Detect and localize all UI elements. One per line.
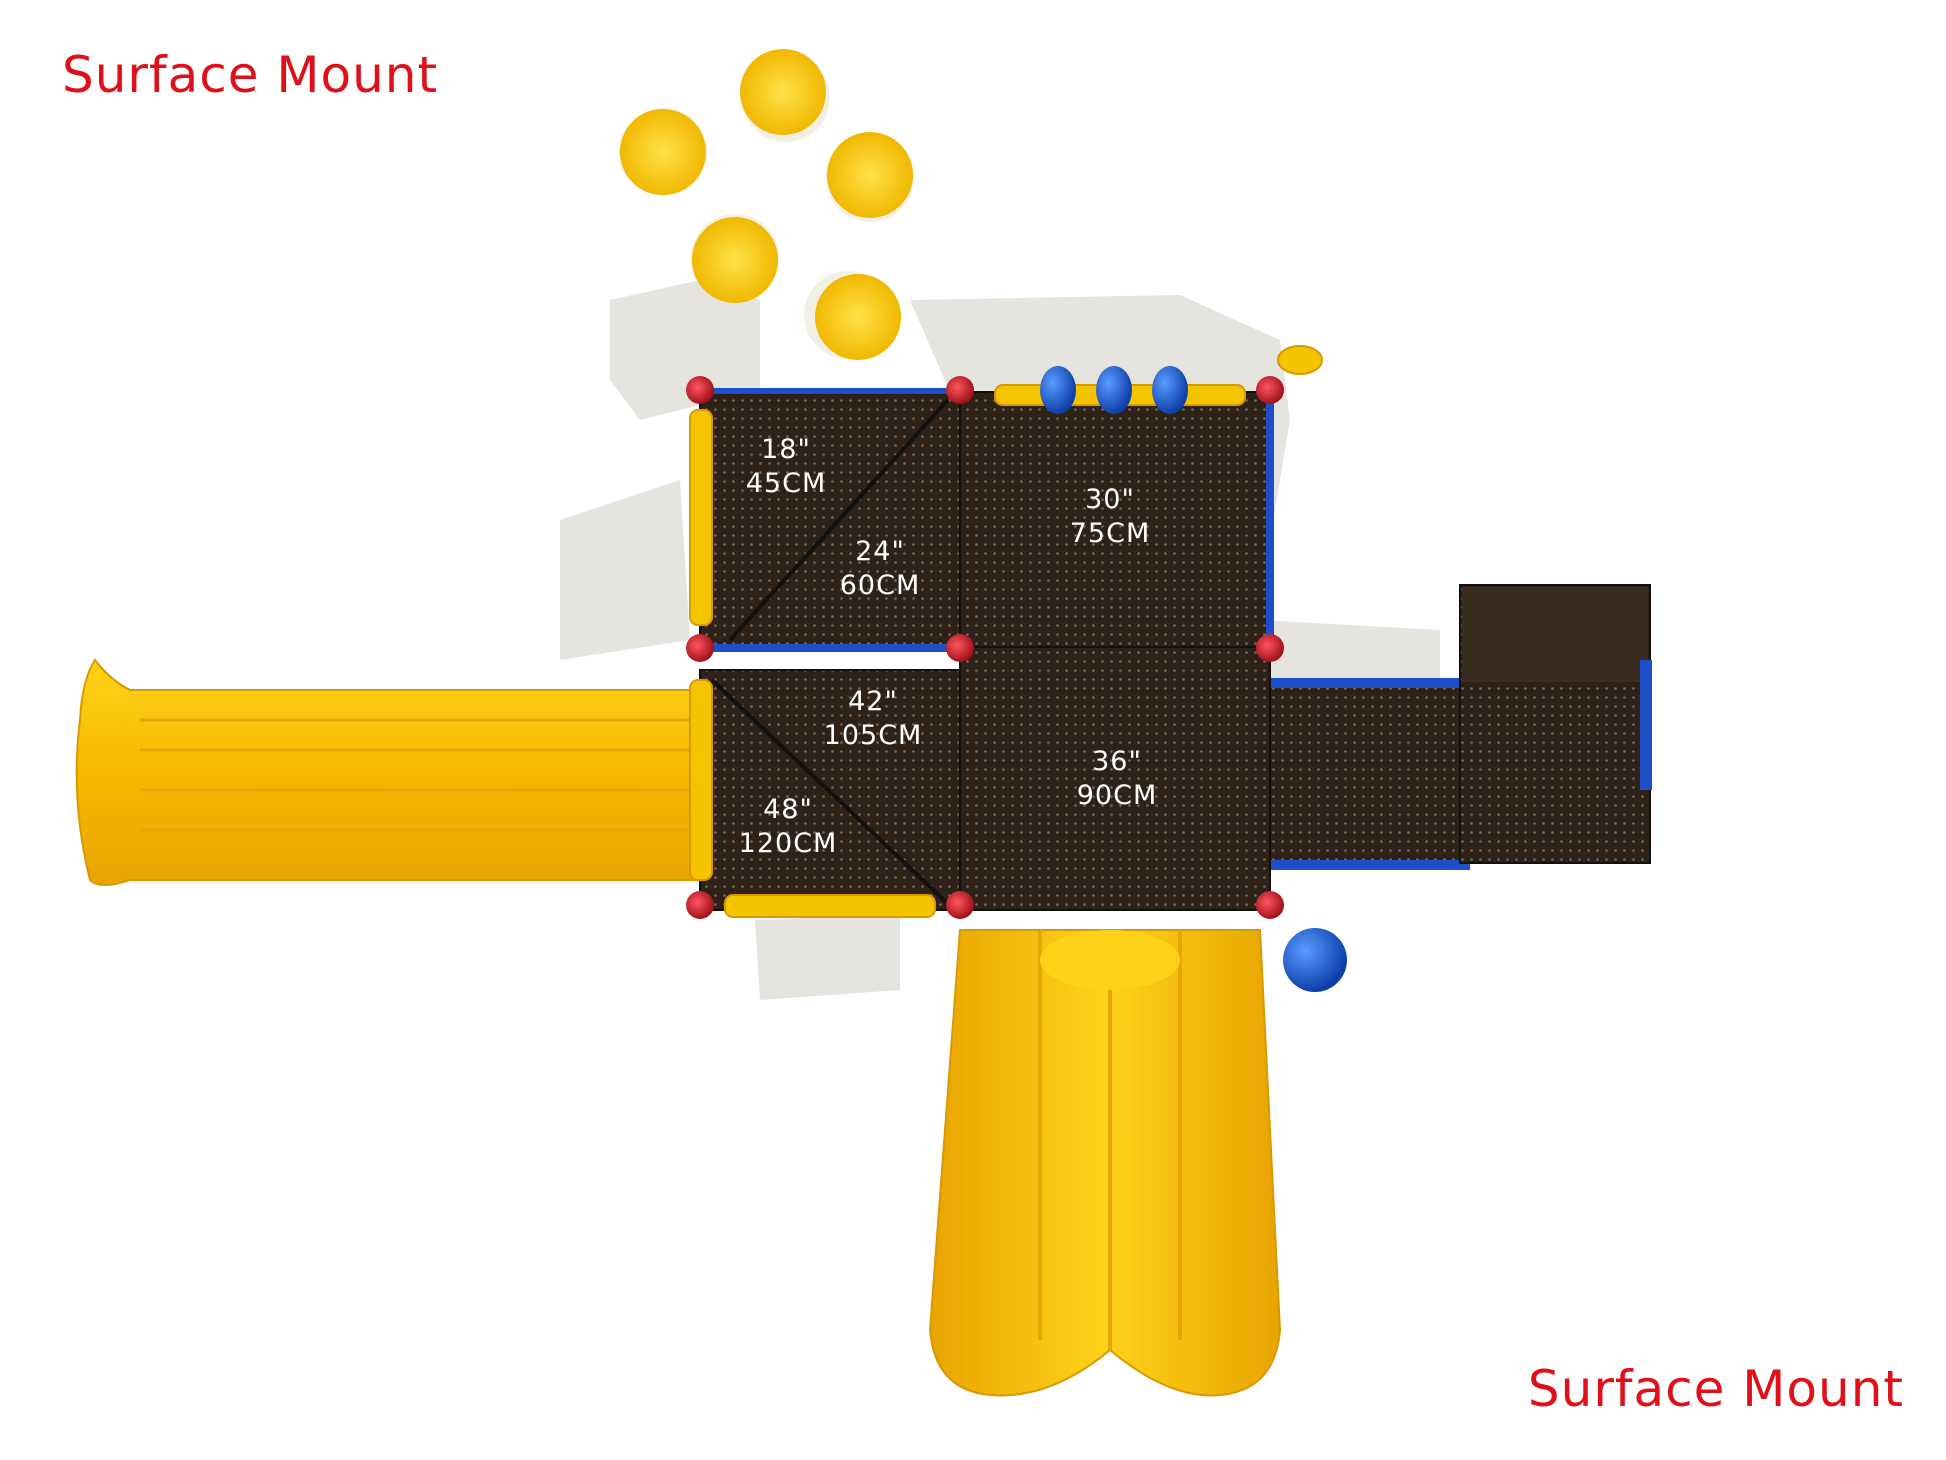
post-cap <box>686 634 714 662</box>
post-cap <box>686 891 714 919</box>
post-cap <box>1256 376 1284 404</box>
post-cap <box>686 376 714 404</box>
post-cap <box>1256 634 1284 662</box>
stump <box>827 132 913 218</box>
deck-30-in: 30" <box>1085 484 1135 515</box>
stump <box>620 109 706 195</box>
deck-18-in: 18" <box>761 434 811 465</box>
stump <box>740 49 826 135</box>
post-caps <box>686 376 1284 919</box>
stump <box>692 217 778 303</box>
stepping-stumps <box>619 49 914 360</box>
deck-42-in: 42" <box>848 686 898 717</box>
deck-18-cm: 45CM <box>746 468 827 499</box>
post-cap <box>946 376 974 404</box>
surface-mount-label-top: Surface Mount <box>62 46 439 104</box>
deck-24-in: 24" <box>855 536 905 567</box>
deck-48-cm: 120CM <box>739 828 838 859</box>
deck-30-cm: 75CM <box>1070 518 1151 549</box>
bottom-slide <box>928 929 1282 1397</box>
deck-36-in: 36" <box>1092 746 1142 777</box>
deck-48-in: 48" <box>763 794 813 825</box>
deck-height-labels: 18" 45CM 24" 60CM 30" 75CM 42" 105CM 48"… <box>739 434 1158 859</box>
deck-42-cm: 105CM <box>824 720 923 751</box>
stump <box>815 274 901 360</box>
deck-36-cm: 90CM <box>1077 780 1158 811</box>
post-cap <box>946 891 974 919</box>
deck-panel-30 <box>959 391 1271 648</box>
main-decks <box>699 391 1271 911</box>
deck-24-cm: 60CM <box>840 570 921 601</box>
post-cap <box>1256 891 1284 919</box>
post-cap <box>946 634 974 662</box>
blue-climbing-holds <box>1040 366 1188 414</box>
bridge-ramp <box>1270 584 1652 870</box>
blue-rails <box>690 388 1274 652</box>
blue-ball-panel <box>1283 928 1347 992</box>
left-slide <box>75 658 701 886</box>
yellow-wheel-panel <box>1277 345 1323 375</box>
surface-mount-label-bottom: Surface Mount <box>1527 1360 1904 1418</box>
deck-panel-36 <box>959 646 1271 911</box>
